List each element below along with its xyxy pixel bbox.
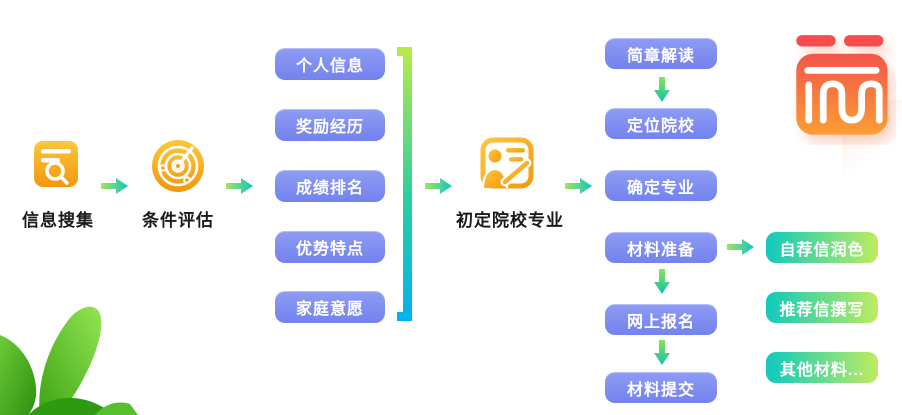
node-personal-info: 个人信息 — [275, 48, 385, 80]
arrow-down-icon — [654, 77, 670, 102]
step-label-collect: 信息搜集 — [22, 211, 94, 230]
node-online-registration: 网上报名 — [605, 304, 717, 335]
node-grade-ranking: 成绩排名 — [275, 170, 385, 202]
arrow-down-icon — [654, 269, 670, 294]
arrow-right-icon — [101, 178, 128, 194]
arrow-down-icon — [654, 340, 670, 365]
node-material-prep: 材料准备 — [605, 232, 717, 263]
step-label-preliminary: 初定院校专业 — [456, 211, 564, 230]
node-brochure-reading: 简章解读 — [605, 38, 717, 69]
node-strengths: 优势特点 — [275, 231, 385, 263]
group-bracket — [397, 47, 412, 321]
radar-icon — [152, 140, 204, 192]
node-material-submit: 材料提交 — [605, 372, 717, 403]
arrow-right-icon — [425, 178, 452, 194]
node-award-history: 奖励经历 — [275, 109, 385, 141]
node-recommendation-letter: 推荐信撰写 — [766, 292, 878, 323]
node-locate-schools: 定位院校 — [605, 108, 717, 139]
node-self-letter-polish: 自荐信润色 — [766, 232, 878, 263]
step-label-evaluate: 条件评估 — [142, 211, 214, 230]
arrow-right-icon — [565, 178, 592, 194]
node-family-wishes: 家庭意愿 — [275, 291, 385, 323]
brand-logo — [796, 35, 888, 135]
arrow-right-icon — [226, 178, 253, 194]
node-other-materials: 其他材料... — [766, 352, 878, 383]
profile-document-icon — [480, 137, 534, 189]
arrow-right-icon — [727, 239, 754, 255]
node-confirm-major: 确定专业 — [605, 170, 717, 201]
document-search-icon — [34, 141, 78, 187]
leaf-decoration — [0, 306, 138, 415]
